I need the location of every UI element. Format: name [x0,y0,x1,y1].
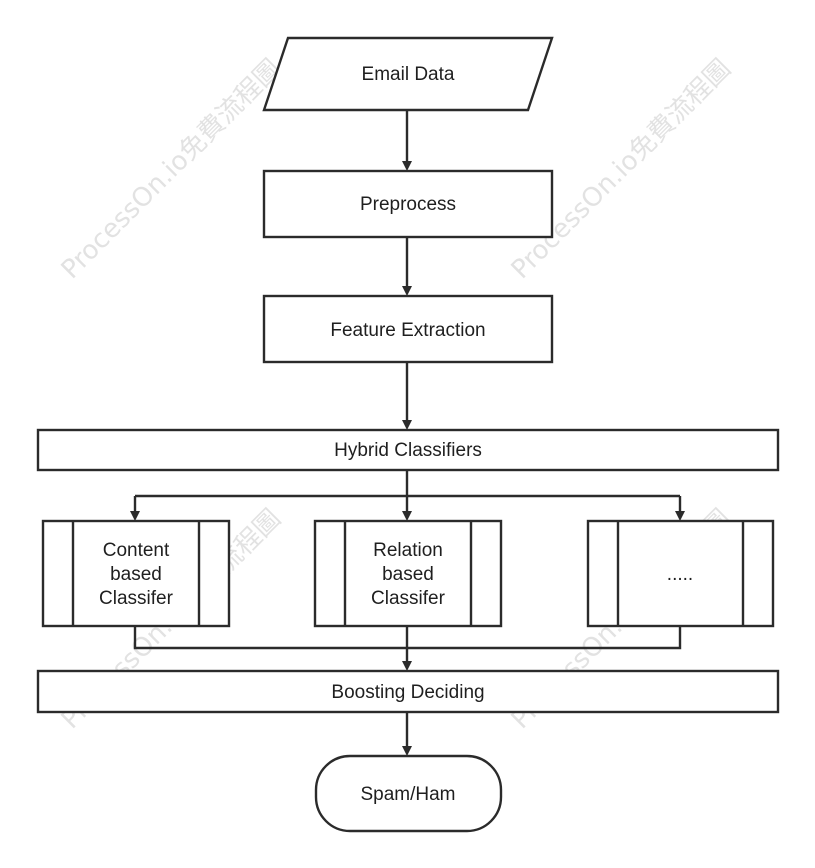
hybrid-classifiers-label: Hybrid Classifiers [334,440,482,461]
spam-ham-label: Spam/Ham [360,784,455,805]
preprocess-label: Preprocess [360,194,456,215]
boosting-deciding-label: Boosting Deciding [331,682,484,703]
watermark-group: ProcessOn.io免費流程圖 ProcessOn.io免費流程圖 Proc… [56,54,737,735]
spam-ham-node: Spam/Ham [314,754,503,833]
other-classifier-node: ..... [586,519,775,628]
connectors [130,110,685,756]
email-data-node: Email Data [262,36,554,112]
feature-extraction-node: Feature Extraction [262,294,554,364]
watermark-top-left: ProcessOn.io免費流程圖 [56,54,287,285]
hybrid-classifiers-node: Hybrid Classifiers [36,428,780,472]
preprocess-node: Preprocess [262,169,554,239]
other-classifier-label: ..... [667,564,693,585]
content-classifier-line-1: Content [103,540,170,561]
relation-classifier-line-3: Classifer [371,588,446,609]
watermark-top-right: ProcessOn.io免費流程圖 [506,54,737,285]
content-classifier-line-3: Classifer [99,588,174,609]
relation-classifier-node: Relation based Classifer [313,519,503,628]
relation-classifier-line-1: Relation [373,540,443,561]
content-classifier-node: Content based Classifer [41,519,231,628]
email-data-label: Email Data [362,64,455,85]
content-classifier-line-2: based [110,564,162,585]
relation-classifier-line-2: based [382,564,434,585]
feature-extraction-label: Feature Extraction [330,320,485,341]
boosting-deciding-node: Boosting Deciding [36,669,780,714]
